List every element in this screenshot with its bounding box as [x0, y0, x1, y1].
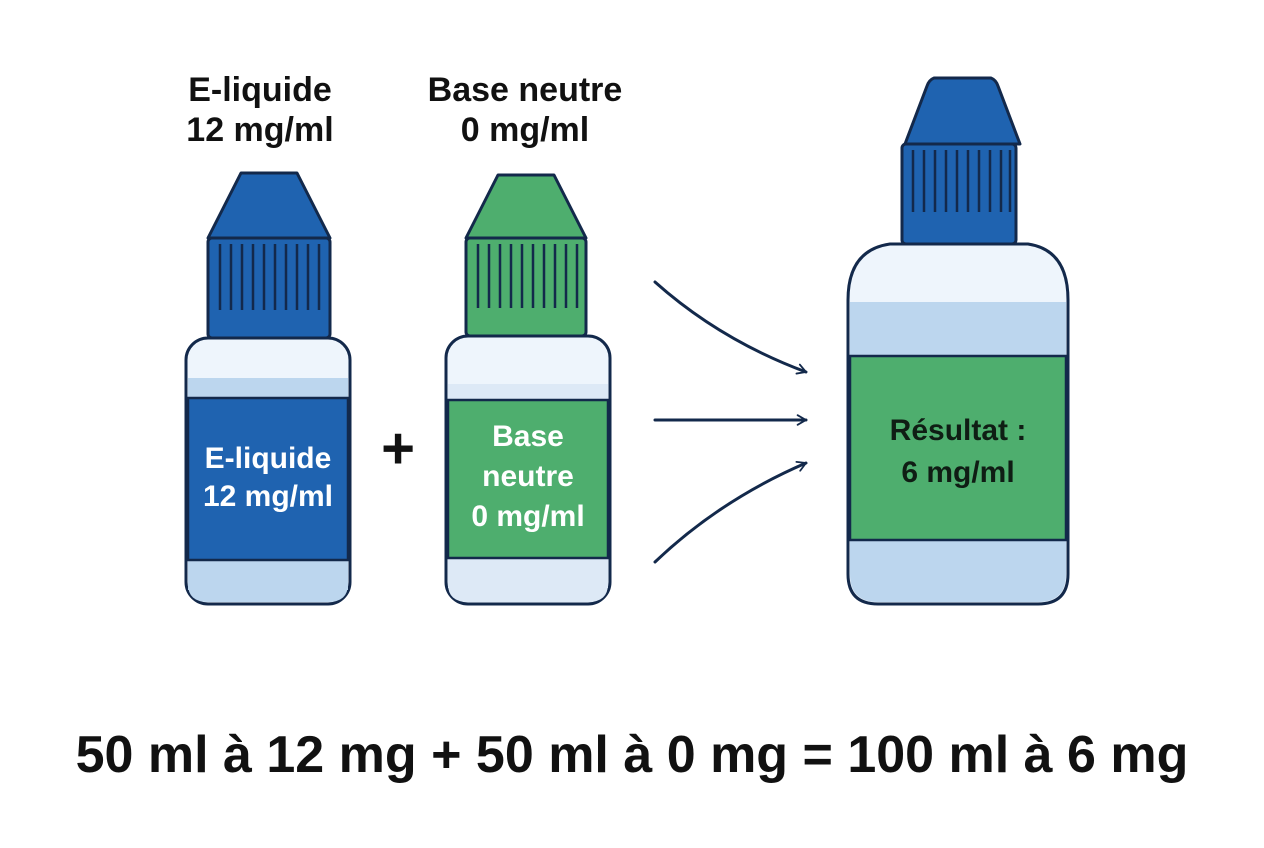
- resultat-bottle-liquid-top: [850, 302, 1066, 356]
- e-liquide-bottle-cap-top: [206, 171, 332, 240]
- resultat-bottle-cap-ribbed: [900, 142, 1018, 246]
- base-neutre-bottle-cap-top: [464, 173, 588, 240]
- arrow-bottom: [653, 461, 808, 564]
- e-liquide-bottle-bottom-fill: [188, 584, 348, 602]
- base-neutre-caption-line-2: 0 mg/ml: [460, 111, 590, 149]
- arrow-top: [653, 280, 808, 375]
- base-neutre-caption: Base neutre 0 mg/ml: [400, 70, 650, 150]
- base-neutre-bottle-cap-ribs: [476, 244, 579, 308]
- e-liquide-caption: E-liquide 12 mg/ml: [140, 70, 380, 150]
- resultat-bottle-cap-top: [903, 76, 1022, 146]
- base-neutre-bottle-cap-ribbed: [464, 236, 588, 338]
- e-liquide-label-line-2: 12 mg/ml: [203, 480, 333, 513]
- e-liquide-bottle-label: [186, 396, 350, 562]
- e-liquide-bottle-liquid-top: [188, 378, 348, 398]
- base-neutre-bottle-liquid-bottom: [448, 558, 608, 588]
- e-liquide-bottle-liquid-bottom: [188, 560, 348, 590]
- base-neutre-label-line-2: neutre: [482, 460, 574, 493]
- resultat-bottle-liquid-bottom: [850, 540, 1066, 602]
- resultat-label-line-2: 6 mg/ml: [901, 456, 1014, 489]
- e-liquide-label-line-1: E-liquide: [205, 442, 332, 475]
- plus-operator: +: [381, 416, 415, 481]
- resultat-label-line-1: Résultat :: [890, 414, 1027, 447]
- resultat-bottle-cap-ribs: [911, 150, 1012, 212]
- e-liquide-caption-line-2: 12 mg/ml: [186, 111, 334, 149]
- base-neutre-bottle: Base neutre 0 mg/ml: [444, 173, 612, 606]
- base-neutre-caption-line-1: Base neutre: [427, 71, 623, 109]
- mixing-arrows: [653, 280, 808, 564]
- base-neutre-label-line-3: 0 mg/ml: [471, 500, 584, 533]
- e-liquide-bottle-cap-ribbed: [206, 236, 332, 340]
- e-liquide-bottle-cap-ribs: [218, 244, 321, 310]
- base-neutre-label-line-1: Base: [492, 420, 564, 453]
- resultat-bottle: Résultat : 6 mg/ml: [846, 76, 1070, 606]
- base-neutre-bottle-bottom-fill: [448, 584, 608, 602]
- base-neutre-bottle-label: [446, 398, 610, 560]
- equation-text: 50 ml à 12 mg + 50 ml à 0 mg = 100 ml à …: [75, 726, 1189, 784]
- base-neutre-bottle-liquid-top: [448, 384, 608, 400]
- resultat-bottle-label: [848, 354, 1068, 542]
- e-liquide-caption-line-1: E-liquide: [188, 71, 332, 109]
- e-liquide-bottle: E-liquide 12 mg/ml: [184, 171, 352, 606]
